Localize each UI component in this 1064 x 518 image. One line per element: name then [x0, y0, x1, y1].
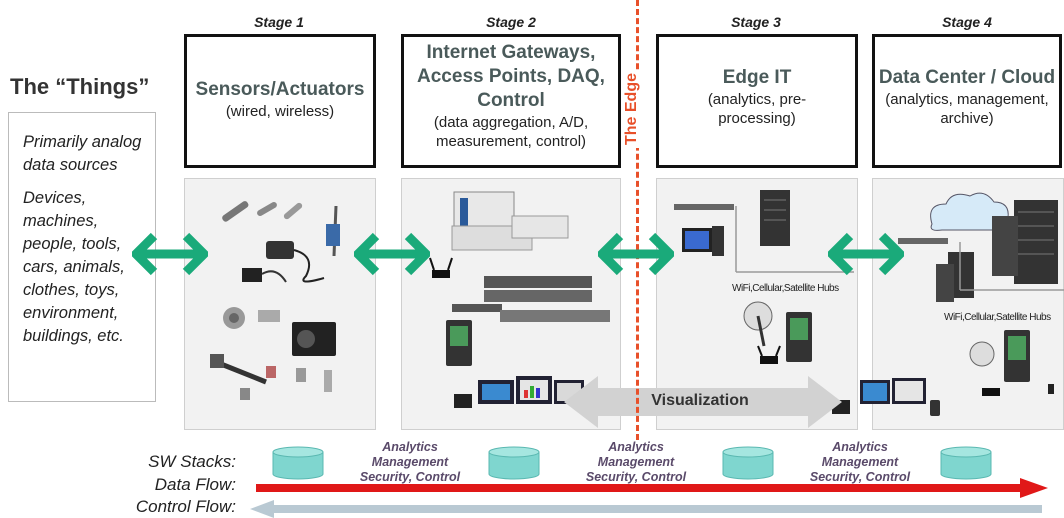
stack-text-3-line-2: Management: [821, 455, 899, 469]
stack-text-3-line-1: Analytics: [832, 440, 888, 454]
edge-divider-line: [636, 0, 639, 440]
stack-text-1-line-1: Analytics: [382, 440, 438, 454]
stage-2-title: Internet Gateways, Access Points, DAQ, C…: [417, 42, 605, 111]
things-line-1: Primarily analog data sources: [23, 133, 142, 174]
stage-2-box: Internet Gateways, Access Points, DAQ, C…: [401, 34, 621, 168]
stack-text-3: Analytics Management Security, Control: [790, 440, 930, 485]
stack-text-2-line-1: Analytics: [608, 440, 664, 454]
stage-2-subtitle: (data aggregation, A/D, measurement, con…: [433, 114, 589, 150]
things-box: Primarily analog data sources Devices, m…: [8, 112, 156, 402]
stack-text-1-line-3: Security, Control: [359, 470, 461, 484]
stage-1-title: Sensors/Actuators: [195, 79, 365, 100]
data-flow-arrow: [256, 478, 1048, 498]
edge-label-wrap: The Edge: [623, 48, 653, 148]
stack-text-2-line-3: Security, Control: [585, 470, 687, 484]
stage-1-box: Sensors/Actuators (wired, wireless): [184, 34, 376, 168]
visualization-arrow: [564, 376, 842, 428]
cloud-datacenter-illustration: [898, 192, 1064, 396]
double-arrow-icon: [828, 232, 904, 276]
stage-4-subtitle: (analytics, management, archive): [885, 91, 1049, 127]
edge-label: The Edge: [623, 69, 641, 148]
things-title: The “Things”: [10, 74, 150, 99]
data-flow-label: Data Flow:: [154, 475, 236, 494]
things-line-2: Devices, machines, people, tools, cars, …: [23, 189, 125, 345]
control-flow-label: Control Flow:: [135, 497, 236, 516]
stage-3-label: Stage 3: [731, 14, 781, 30]
stage-1-label: Stage 1: [254, 14, 304, 30]
stack-text-2: Analytics Management Security, Control: [566, 440, 706, 485]
stage-4-screens-icon: [832, 378, 940, 416]
double-arrow-icon: [354, 232, 430, 276]
stage-4-box: Data Center / Cloud (analytics, manageme…: [872, 34, 1062, 168]
stack-text-1-line-2: Management: [371, 455, 449, 469]
stack-text-2-line-2: Management: [597, 455, 675, 469]
stack-text-3-line-3: Security, Control: [809, 470, 911, 484]
double-arrow-icon: [598, 232, 674, 276]
sw-stacks-label: SW Stacks:: [148, 452, 236, 471]
visualization-label: Visualization: [651, 392, 749, 409]
stage-3-title: Edge IT: [722, 67, 792, 88]
sensors-illustration: [210, 201, 340, 400]
stage-1-panel: [184, 178, 376, 430]
stage-3-hubs-label: WiFi,Cellular,Satellite Hubs: [732, 283, 839, 294]
sw-stack-cylinder: [722, 446, 774, 480]
stack-text-1: Analytics Management Security, Control: [340, 440, 480, 485]
sw-stack-cylinder: [488, 446, 540, 480]
stage-4-title: Data Center / Cloud: [878, 67, 1056, 88]
stage-4-hubs-label: WiFi,Cellular,Satellite Hubs: [944, 312, 1051, 323]
stage-3-box: Edge IT (analytics, pre-processing): [656, 34, 858, 168]
stage-4-label: Stage 4: [942, 14, 992, 30]
stage-3-subtitle: (analytics, pre-processing): [707, 91, 807, 127]
gateway-devices-illustration: [429, 191, 610, 408]
sw-stack-cylinder: [940, 446, 992, 480]
double-arrow-icon: [132, 232, 208, 276]
stage-2-label: Stage 2: [486, 14, 536, 30]
stage-1-subtitle: (wired, wireless): [225, 103, 335, 120]
control-flow-arrow: [250, 500, 1042, 518]
edge-it-illustration: [674, 190, 854, 364]
sw-stack-cylinder: [272, 446, 324, 480]
